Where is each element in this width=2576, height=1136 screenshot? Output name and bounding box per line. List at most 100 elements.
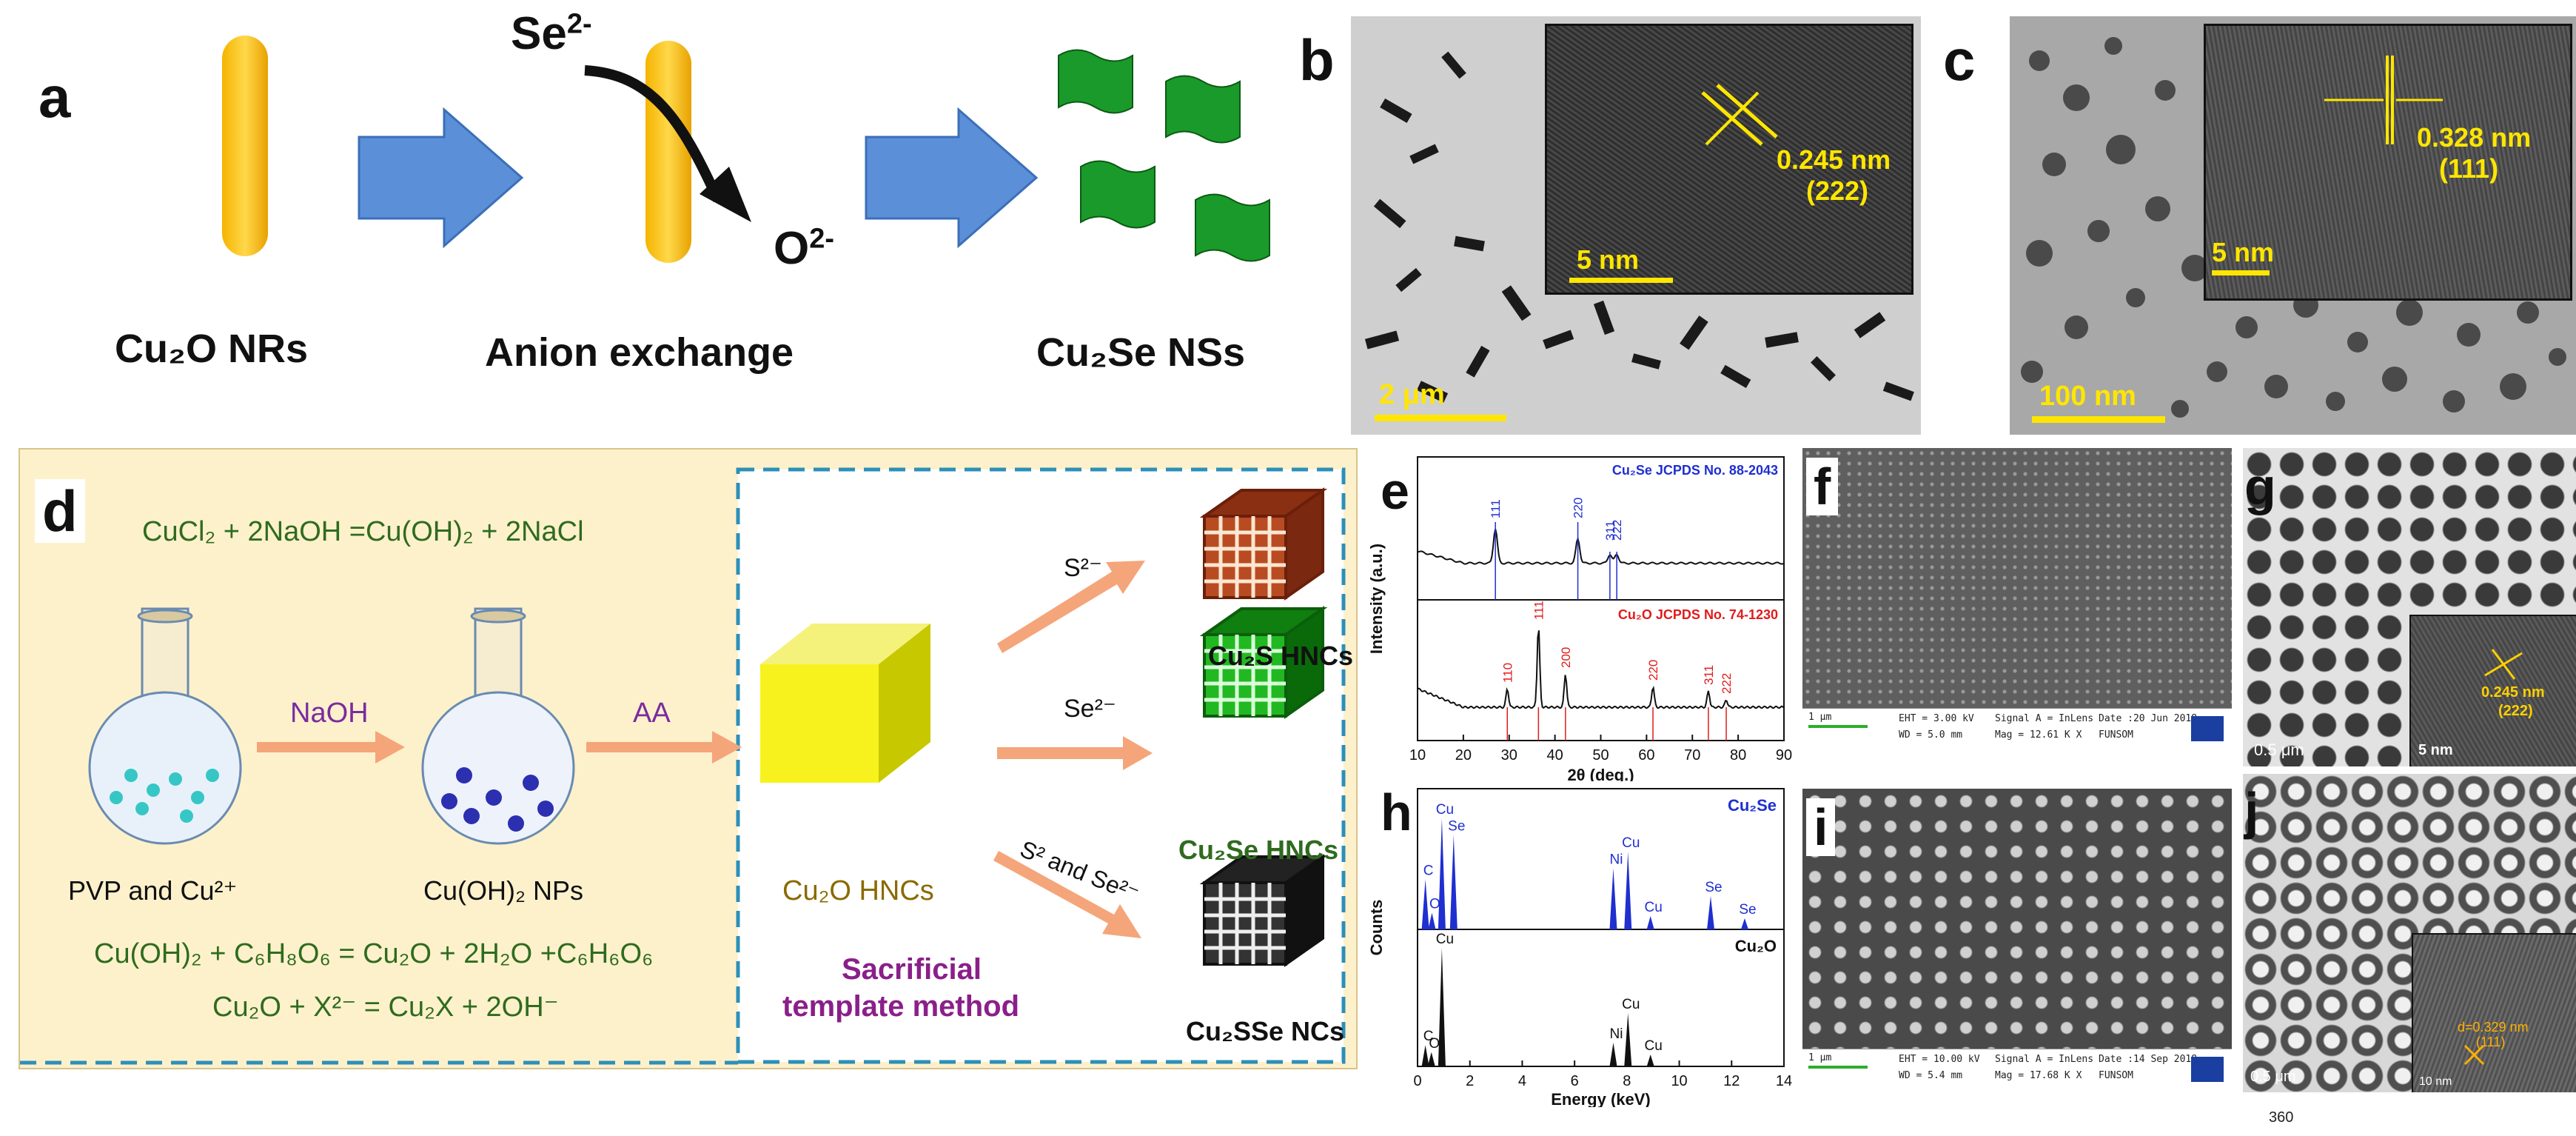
panel-a-schematic — [222, 36, 1270, 263]
eds-peak — [1646, 1055, 1654, 1066]
cu2o-nanorod — [222, 36, 268, 256]
label-se-ion: Se²⁻ — [1064, 695, 1116, 723]
zeiss-logo-i — [2191, 1057, 2224, 1082]
x-tick-label: 10 — [1409, 747, 1426, 764]
y-axis-label: Counts — [1367, 900, 1386, 956]
eds-peak — [1707, 896, 1714, 929]
eds-peak-label: C — [1423, 863, 1434, 879]
eds-peak — [1421, 879, 1429, 929]
cut-off-text: 360 — [2269, 1109, 2294, 1126]
x-tick-label: 20 — [1455, 747, 1472, 764]
scale-bar-b — [1375, 415, 1506, 421]
cu2se-nanosheets — [1058, 49, 1270, 262]
x-tick-label: 6 — [1571, 1073, 1579, 1089]
eds-peak — [1646, 916, 1654, 929]
cage-cu2s — [1199, 487, 1328, 601]
sem-info-bar-f: 1 μm EHT = 3.00 kV WD = 5.0 mm Signal A … — [1802, 708, 2232, 752]
series-line-cu2se — [1418, 529, 1785, 565]
panel-i-sem: 1 μm EHT = 10.00 kV WD = 5.4 mm Signal A… — [1802, 789, 2232, 1092]
method-line-1: Sacrificial — [842, 953, 982, 986]
x-tick-label: 30 — [1501, 747, 1517, 764]
eds-peak — [1624, 852, 1632, 929]
peak-label-cu2se: 222 — [1610, 520, 1624, 541]
x-tick-label: 90 — [1776, 747, 1792, 764]
inset-scale-label-g: 5 nm — [2418, 742, 2453, 758]
panel-a: a Se2- O2- Cu₂O NRs Anion exchange Cu₂Se… — [0, 0, 1347, 441]
panel-label-a: a — [38, 64, 71, 130]
sem-mag-i: Mag = 17.68 K X — [1995, 1070, 2082, 1081]
legend-cu2o: Cu₂O JCPDS No. 74-1230 — [1618, 607, 1778, 622]
sem-eht-f: EHT = 3.00 kV — [1899, 713, 1974, 724]
plane-label-c: (111) — [2439, 153, 2499, 184]
panel-b-tem: 0.245 nm (222) 5 nm 2 μm b — [1351, 16, 1921, 435]
x-tick-label: 2 — [1466, 1073, 1474, 1089]
peak-label-cu2o: 222 — [1720, 673, 1734, 694]
spacing-label-b: 0.245 nm — [1777, 144, 1891, 175]
y-axis-label: Intensity (a.u.) — [1367, 544, 1386, 654]
peak-label-cu2o: 110 — [1500, 663, 1515, 683]
curved-arrow — [584, 65, 723, 202]
eds-peak — [1624, 1013, 1632, 1066]
scale-bar-c — [2032, 416, 2165, 423]
x-axis-label: Energy (keV) — [1551, 1090, 1651, 1107]
x-tick-label: 70 — [1684, 747, 1700, 764]
sem-mag-f: Mag = 12.61 K X — [1995, 729, 2082, 741]
label-anion-exchange: Anion exchange — [485, 330, 794, 375]
hrtem-inset-g: 0.245 nm (222) 5 nm — [2409, 615, 2576, 766]
peak-label-cu2o: 311 — [1702, 665, 1716, 685]
eds-peak-label: Cu — [1622, 835, 1640, 851]
scale-label-j: 0.5 μm — [2250, 1069, 2296, 1085]
label-aa: AA — [633, 698, 671, 729]
sem-wd-i: WD = 5.4 mm — [1899, 1070, 1963, 1081]
x-tick-label: 40 — [1547, 747, 1563, 764]
eds-peak — [1609, 1043, 1617, 1066]
label-cu2se-nss: Cu₂Se NSs — [1036, 330, 1246, 375]
sem-eht-i: EHT = 10.00 kV — [1899, 1054, 1980, 1065]
eds-peak — [1609, 868, 1617, 929]
sem-wd-f: WD = 5.0 mm — [1899, 729, 1963, 741]
product-label-1: Cu₂S HNCs — [1208, 641, 1354, 671]
panel-d-schematic: d CuCl₂ + 2NaOH =Cu(OH)₂ + 2NaCl NaOH AA… — [19, 448, 1358, 1069]
panel-g-tem: 0.245 nm (222) 5 nm 0.5 μm — [2243, 448, 2576, 766]
tem-particles-c — [2021, 37, 2566, 418]
sem-info-bar-i: 1 μm EHT = 10.00 kV WD = 5.4 mm Signal A… — [1802, 1049, 2232, 1092]
eds-peak — [1438, 948, 1446, 1066]
x-tick-label: 60 — [1638, 747, 1654, 764]
spacing-label-g: 0.245 nm — [2481, 684, 2545, 701]
eds-peak-label: Se — [1448, 819, 1465, 835]
inset-scale-label-b: 5 nm — [1577, 244, 1640, 275]
tem-nanosheets-b — [1364, 51, 1914, 403]
panel-label-i: i — [1806, 798, 1836, 856]
x-tick-label: 14 — [1776, 1073, 1792, 1089]
method-line-2: template method — [782, 990, 1020, 1023]
arrow-2 — [865, 107, 1039, 249]
eds-peak-label: C — [1423, 1029, 1434, 1044]
x-tick-label: 50 — [1592, 747, 1609, 764]
label-flask-1: PVP and Cu²⁺ — [68, 875, 238, 906]
equation-3: Cu₂O + X²⁻ = Cu₂X + 2OH⁻ — [212, 992, 559, 1023]
eds-peak-label: Cu — [1436, 802, 1454, 818]
eds-peak-label: Cu — [1645, 900, 1663, 915]
eds-peak — [1740, 918, 1748, 929]
peak-label-cu2o: 111 — [1532, 601, 1546, 620]
peak-label-cu2se: 220 — [1572, 498, 1586, 518]
sem-date-i: Date :14 Sep 2018 — [2099, 1054, 2198, 1065]
inset-scale-bar-b — [1569, 278, 1673, 283]
eds-peak — [1438, 818, 1446, 929]
exchanging-nanorod — [645, 41, 691, 263]
scale-label-c: 100 nm — [2039, 381, 2136, 412]
hrtem-inset-j: d=0.329 nm (111) 10 nm — [2412, 933, 2576, 1092]
sem-signal-f: Signal A = InLens — [1995, 713, 2094, 724]
plane-label-b: (222) — [1806, 176, 1869, 206]
eds-peak-label: Se — [1705, 880, 1722, 895]
eds-peak — [1421, 1045, 1429, 1066]
label-s-ion: S²⁻ — [1064, 554, 1102, 582]
x-tick-label: 0 — [1413, 1073, 1421, 1089]
cage-cu2se — [1199, 606, 1328, 719]
hrtem-inset-b: 0.245 nm (222) 5 nm — [1545, 24, 1913, 295]
peak-label-cu2o: 220 — [1646, 660, 1660, 681]
label-naoh: NaOH — [290, 698, 369, 729]
